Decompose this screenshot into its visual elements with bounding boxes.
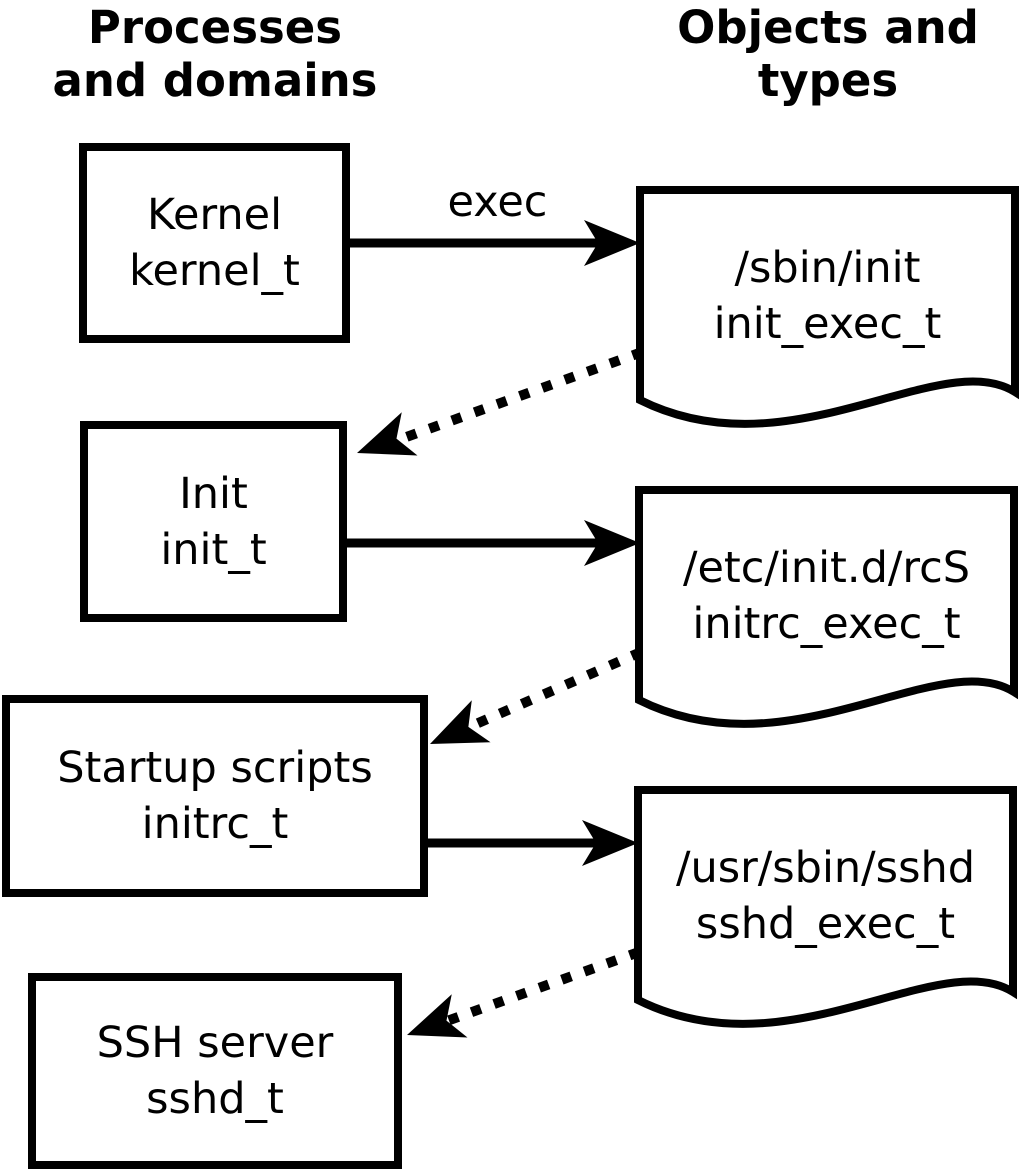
exec-arrow-init-to-rcs bbox=[345, 520, 640, 566]
column-header-processes: Processes and domains bbox=[52, 1, 378, 107]
arrowhead-icon bbox=[584, 520, 640, 566]
arrowhead-icon bbox=[407, 994, 468, 1038]
process-name: SSH server bbox=[96, 1018, 334, 1068]
process-name: Kernel bbox=[146, 190, 283, 240]
arrowhead-icon bbox=[430, 700, 491, 744]
arrowhead-icon bbox=[357, 412, 418, 456]
process-box-init: Init init_t bbox=[80, 421, 347, 622]
document-shape-etc-initd-rcs bbox=[635, 486, 1018, 728]
process-box-ssh-server: SSH server sshd_t bbox=[28, 973, 402, 1169]
document-shape-sbin-init bbox=[636, 186, 1019, 428]
column-header-objects: Objects and types bbox=[677, 1, 979, 107]
transition-arrow-sshdexec-to-sshd bbox=[407, 947, 641, 1038]
process-name: Init bbox=[179, 468, 248, 519]
process-box-kernel: Kernel kernel_t bbox=[79, 143, 350, 343]
process-domain: sshd_t bbox=[146, 1074, 284, 1124]
process-domain: kernel_t bbox=[129, 246, 300, 296]
exec-label: exec bbox=[447, 177, 548, 227]
exec-arrow-kernel-to-init bbox=[350, 220, 640, 266]
process-name: Startup scripts bbox=[57, 743, 373, 793]
process-domain: initrc_t bbox=[141, 799, 289, 849]
arrowhead-icon bbox=[582, 820, 638, 866]
process-domain: init_t bbox=[160, 524, 267, 575]
exec-arrow-initrc-to-sshd bbox=[428, 820, 638, 866]
transition-arrow-initrcexec-to-initrc bbox=[430, 647, 643, 744]
arrowhead-icon bbox=[584, 220, 640, 266]
process-box-startup-scripts: Startup scripts initrc_t bbox=[2, 695, 428, 897]
document-shape-usr-sbin-sshd bbox=[634, 786, 1017, 1028]
transition-arrow-initexec-to-init bbox=[357, 347, 644, 456]
